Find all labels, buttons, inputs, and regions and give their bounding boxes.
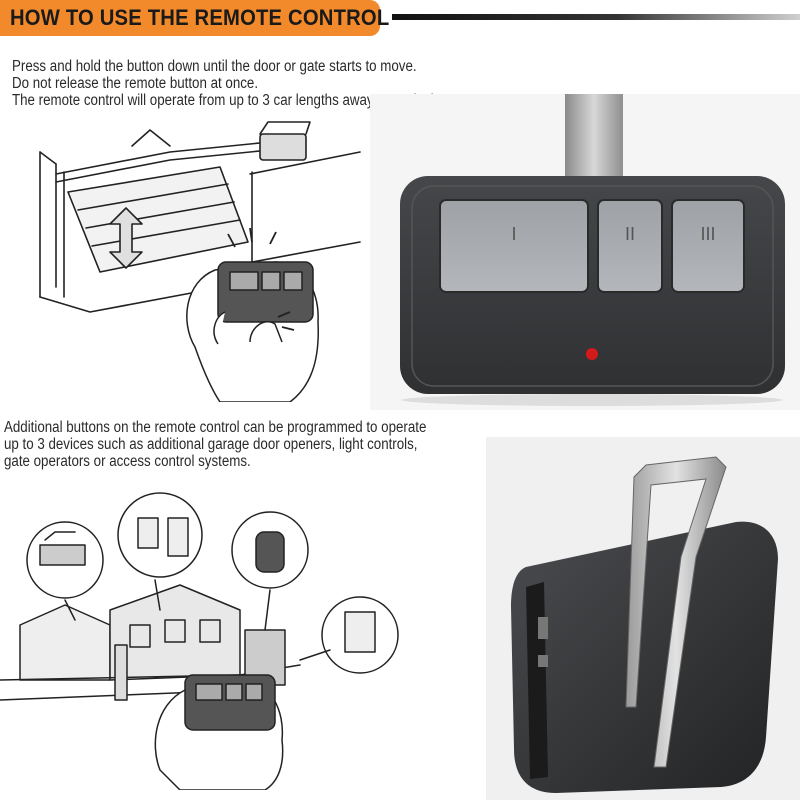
programming-line: gate operators or access control systems… — [4, 453, 251, 470]
header-banner: HOW TO USE THE REMOTE CONTROL — [0, 0, 389, 36]
remote-button-3[interactable] — [671, 199, 745, 293]
programming-text: Additional buttons on the remote control… — [4, 419, 426, 470]
programming-line: up to 3 devices such as additional garag… — [4, 436, 418, 453]
remote-button-2[interactable] — [597, 199, 663, 293]
remote-button-3-label: III — [700, 224, 715, 244]
remote-front-photo: I II III — [370, 94, 800, 410]
remote-button-1-label: I — [511, 224, 516, 244]
remote-clip-side-photo — [486, 437, 800, 800]
header-divider-line — [392, 14, 800, 20]
instructions-text: Press and hold the button down until the… — [12, 58, 434, 109]
garage-door-illustration — [39, 121, 361, 402]
remote-button-2-label: II — [625, 224, 635, 244]
led-indicator — [586, 348, 598, 360]
remote-button-1[interactable] — [439, 199, 589, 293]
programming-line: Additional buttons on the remote control… — [4, 419, 427, 436]
instruction-line: Do not release the remote button at once… — [12, 75, 259, 92]
page-title: HOW TO USE THE REMOTE CONTROL — [10, 5, 390, 30]
instruction-line: Press and hold the button down until the… — [12, 58, 417, 75]
instruction-line: The remote control will operate from up … — [12, 92, 434, 109]
devices-illustration — [0, 492, 399, 790]
